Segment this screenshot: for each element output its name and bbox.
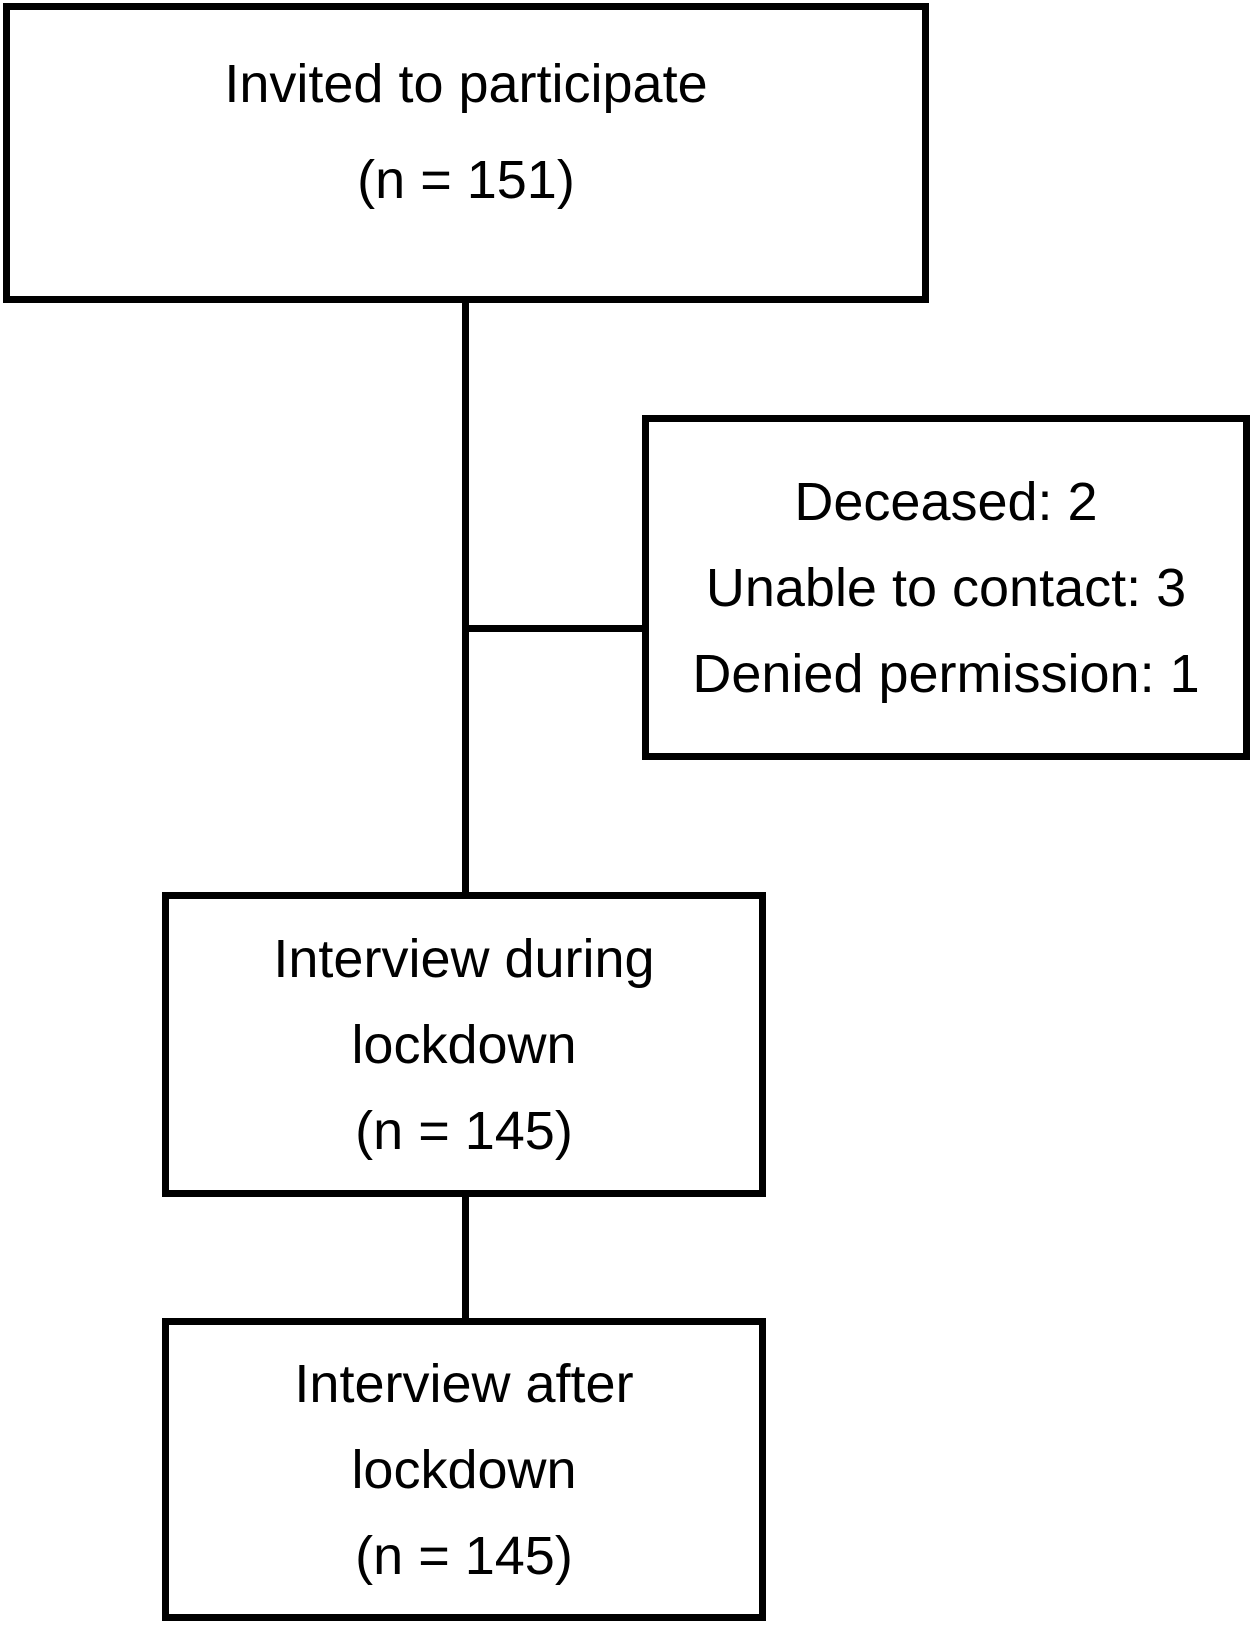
during-label-line1: Interview during [273, 928, 655, 989]
excluded-deceased: Deceased: 2 [794, 471, 1098, 532]
after-label-line1: Interview after [294, 1353, 634, 1414]
excluded-denied-permission: Denied permission: 1 [692, 643, 1200, 704]
invited-count: (n = 151) [357, 150, 575, 210]
after-count: (n = 145) [355, 1525, 573, 1586]
during-label-line2: lockdown [351, 1014, 577, 1075]
excluded-unable-to-contact: Unable to contact: 3 [705, 557, 1187, 618]
interview-during-lockdown-box: Interview during lockdown (n = 145) [162, 892, 766, 1197]
after-label-line2: lockdown [351, 1439, 577, 1500]
invited-label: Invited to participate [224, 54, 708, 114]
excluded-box: Deceased: 2 Unable to contact: 3 Denied … [642, 415, 1250, 760]
connector-invited-to-during [462, 300, 469, 895]
connector-during-to-after [462, 1195, 469, 1321]
invited-box: Invited to participate (n = 151) [3, 3, 929, 303]
interview-after-lockdown-box: Interview after lockdown (n = 145) [162, 1318, 766, 1621]
during-count: (n = 145) [355, 1100, 573, 1161]
connector-branch-excluded [462, 625, 649, 632]
